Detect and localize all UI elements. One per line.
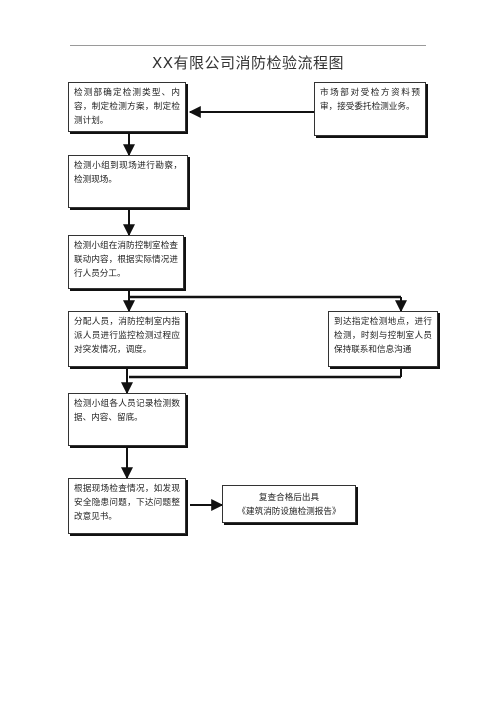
box-record: 检测小组各人员记录检测数据、内容、留底。 [68,393,186,446]
box-onsite-text: 到达指定检测地点，进行检测，时刻与控制室人员保持联系和信息沟通 [334,317,432,355]
box-check-linkage-text: 检测小组在消防控制室检查联动内容，根据实际情况进行人员分工。 [74,241,178,279]
box-onsite: 到达指定检测地点，进行检测，时刻与控制室人员保持联系和信息沟通 [328,311,438,367]
box-survey: 检测小组到现场进行勘察，检测现场。 [68,155,188,208]
box-rectify: 根据现场检查情况，如发现安全隐患问题，下达问题整改意见书。 [68,478,186,534]
box-plan: 检测部确定检测类型、内容，制定检测方案，制定检测计划。 [68,82,186,132]
box-rectify-text: 根据现场检查情况，如发现安全隐患问题，下达问题整改意见书。 [74,484,180,522]
box-assign-text: 分配人员，消防控制室内指派人员进行监控检测过程应对突发情况，调度。 [74,317,180,355]
box-plan-text: 检测部确定检测类型、内容，制定检测方案，制定检测计划。 [74,88,180,126]
box-report: 复查合格后出具 《建筑消防设施检测报告》 [222,485,356,523]
box-market: 市场部对受检方资料预审，接受委托检测业务。 [314,82,426,136]
box-report-line1: 复查合格后出具 [258,493,320,503]
box-assign: 分配人员，消防控制室内指派人员进行监控检测过程应对突发情况，调度。 [68,311,186,367]
page-title: XX有限公司消防检验流程图 [151,54,345,72]
box-record-text: 检测小组各人员记录检测数据、内容、留底。 [74,399,180,423]
box-report-line2: 《建筑消防设施检测报告》 [237,507,341,517]
box-survey-text: 检测小组到现场进行勘察，检测现场。 [74,161,182,185]
header-rule [70,45,426,46]
box-check-linkage: 检测小组在消防控制室检查联动内容，根据实际情况进行人员分工。 [68,235,184,289]
box-market-text: 市场部对受检方资料预审，接受委托检测业务。 [320,88,420,112]
